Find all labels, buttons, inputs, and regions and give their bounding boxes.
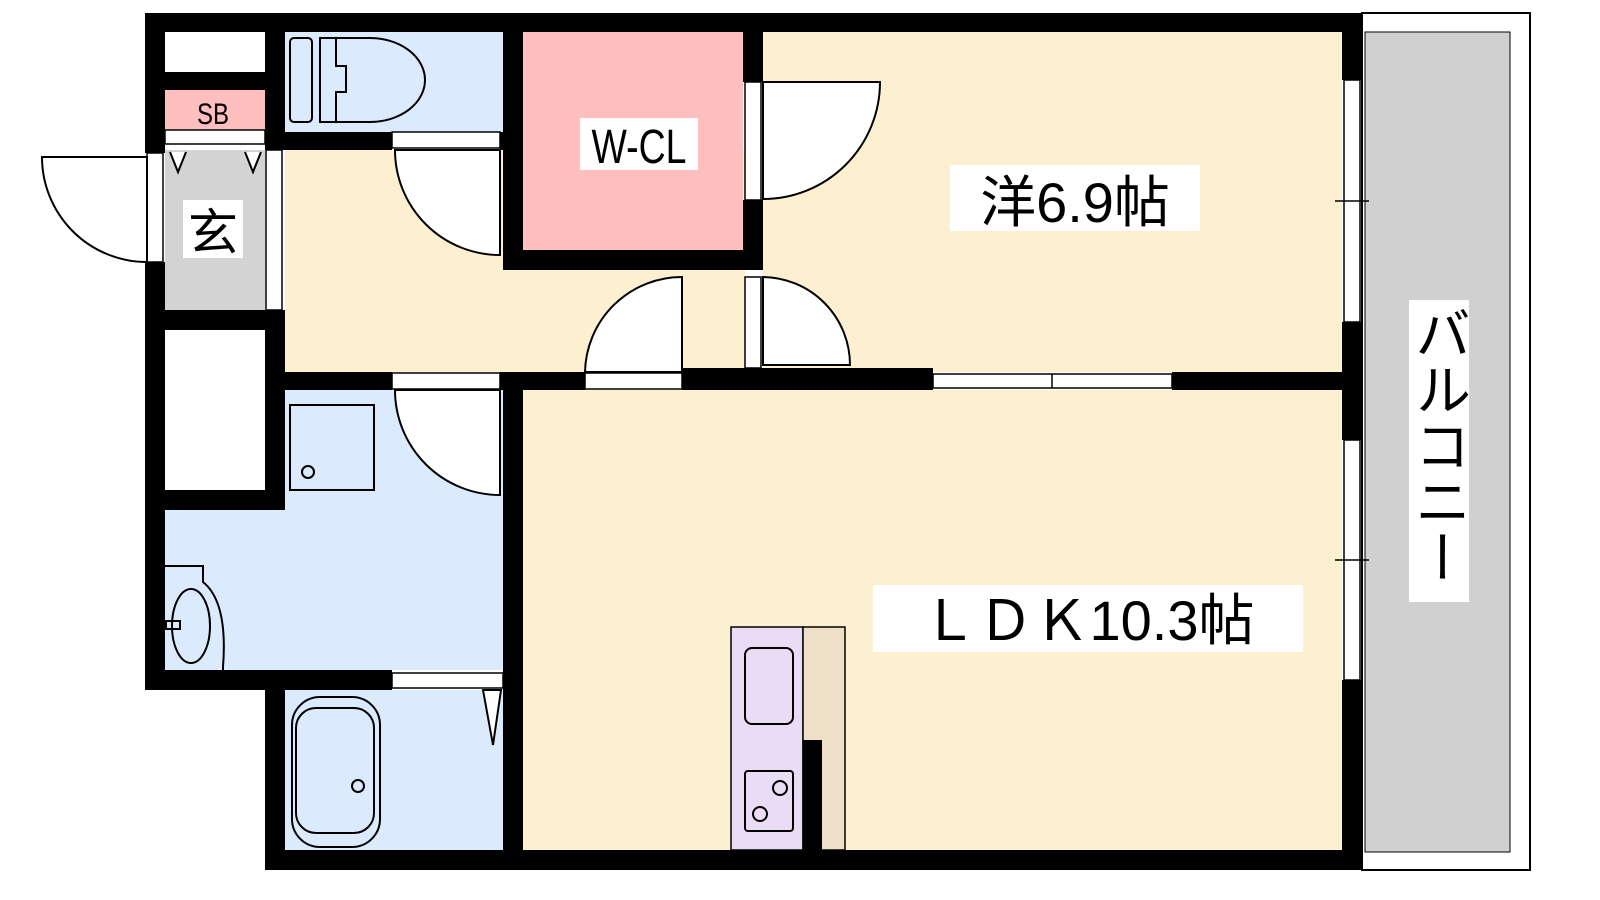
door-frames xyxy=(146,81,762,689)
bathtub-icon xyxy=(291,696,381,848)
closet-door xyxy=(762,275,852,366)
sink-icon xyxy=(744,647,794,725)
shoebox xyxy=(165,90,265,130)
toilet-icon xyxy=(289,37,426,123)
stove-icon xyxy=(744,770,794,832)
shoebox-door xyxy=(169,151,262,175)
shoebox-label: SB xyxy=(197,96,229,130)
balcony xyxy=(1361,12,1531,871)
bath-door xyxy=(481,689,503,746)
hall-door xyxy=(393,149,501,257)
walk-in-closet-label: W-CL xyxy=(592,121,687,175)
kitchen-counter xyxy=(730,626,846,851)
ldk-label: ＬＤＫ10.3帖 xyxy=(922,589,1255,652)
washroom-door xyxy=(393,389,501,497)
bathroom xyxy=(285,690,503,850)
walls xyxy=(145,13,1362,870)
washing-machine-icon xyxy=(289,404,375,491)
washbasin-icon xyxy=(165,565,225,672)
front-door xyxy=(40,156,148,264)
ldk-door xyxy=(583,275,683,373)
entrance-label: 玄 xyxy=(188,205,238,261)
bedroom-door xyxy=(762,81,882,201)
balcony-label: バルコニー xyxy=(1408,305,1471,585)
door-swings xyxy=(40,81,882,746)
western-room-label: 洋6.9帖 xyxy=(980,171,1170,234)
windows xyxy=(932,79,1369,681)
toilet-room xyxy=(285,32,503,132)
